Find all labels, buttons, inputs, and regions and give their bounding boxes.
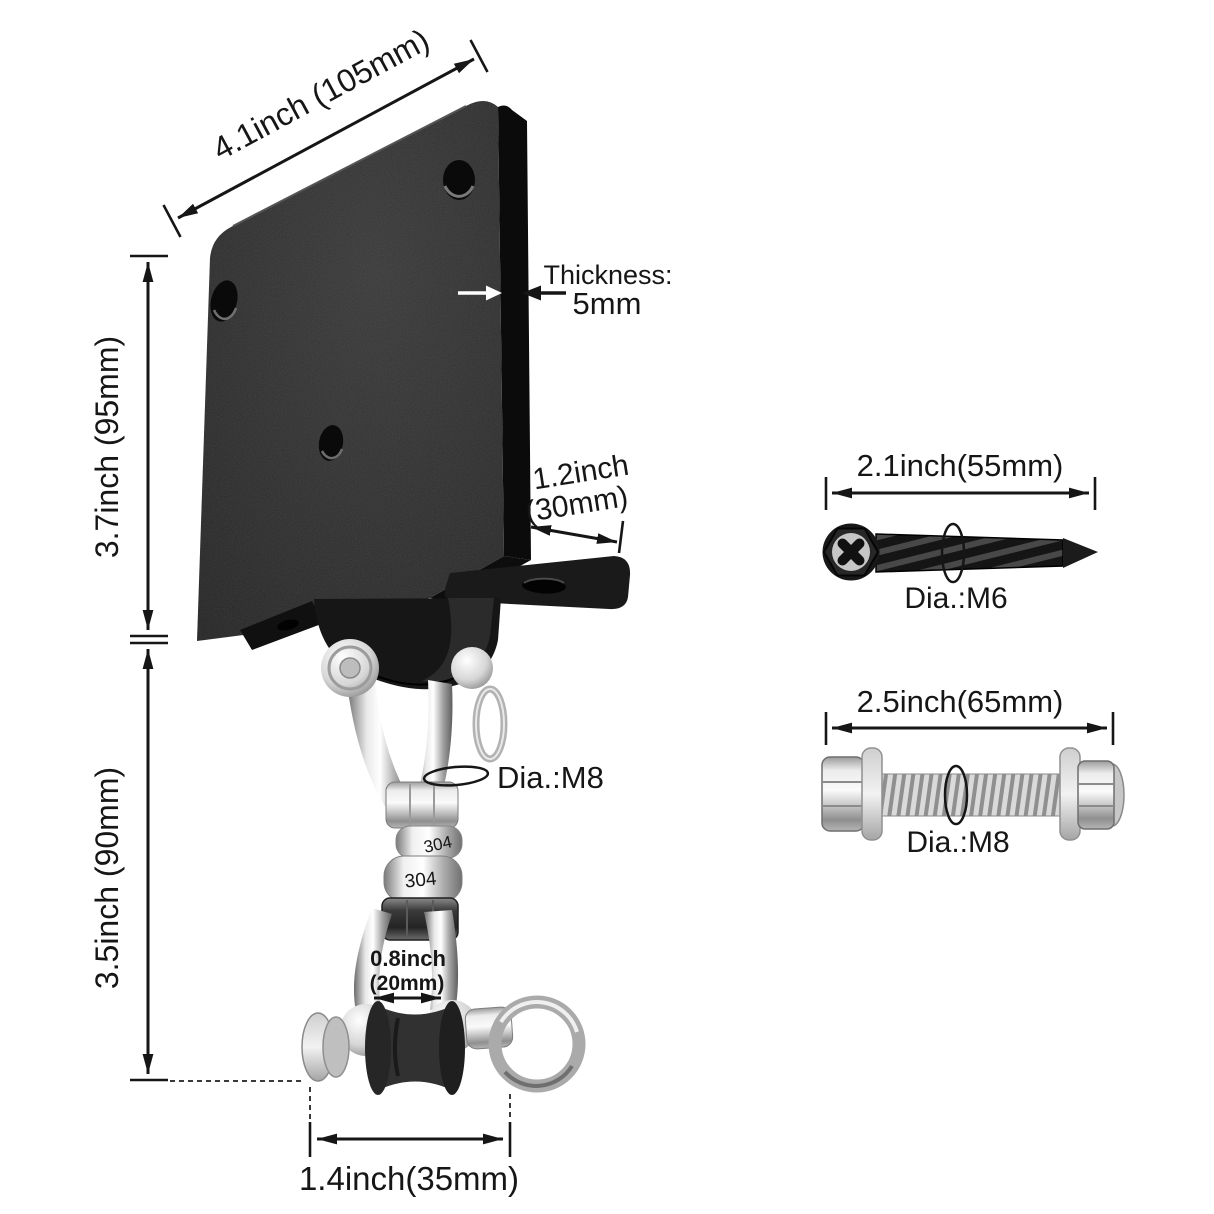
- jaw-leg-right: [424, 910, 459, 1010]
- dim-bolt-diameter: Dia.:M8: [906, 764, 1010, 859]
- plate-hole-top-right: [443, 160, 475, 200]
- swivel-diameter-label: Dia.:M8: [497, 760, 604, 795]
- shackle-leg-left: [346, 670, 414, 814]
- swivel-collar-upper: 304: [395, 825, 463, 859]
- clevis-pin: [321, 639, 379, 697]
- bolt-diameter-label: Dia.:M8: [906, 826, 1009, 859]
- mounting-plate: [197, 100, 531, 641]
- plate-side-edge: [498, 105, 531, 560]
- bottom-width-label: 1.4inch(35mm): [299, 1160, 519, 1197]
- jaw-leg-left: [353, 908, 392, 1016]
- dim-pulley-width: 0.8inch (20mm): [370, 946, 446, 1004]
- flange-left-hole: [277, 619, 299, 631]
- screw-head: [822, 523, 880, 581]
- swivel-body: 304 304: [381, 781, 463, 941]
- dim-screw-diameter: Dia.:M6: [904, 522, 1008, 615]
- screw-length-label: 2.1inch(55mm): [857, 448, 1064, 483]
- pulley-width-line1: 0.8inch: [370, 946, 446, 971]
- pull-ring: [488, 995, 586, 1093]
- split-ring-highlight: [475, 688, 505, 760]
- dim-flange-depth: 1.2inch (30mm): [523, 449, 631, 554]
- hex-bolt: 2.5inch(65mm) Dia.:M8: [821, 684, 1125, 859]
- plate-height-upper-label: 3.7inch (95mm): [89, 336, 125, 558]
- bolt-washer-right: [1059, 747, 1081, 841]
- bottom-flange: [240, 556, 631, 650]
- bolt-length-label: 2.5inch(65mm): [857, 684, 1064, 719]
- screw-shaft: [875, 533, 1098, 573]
- bolt-head: [821, 756, 865, 832]
- upper-shackle: [321, 639, 508, 814]
- plate-hole-left: [210, 280, 238, 322]
- shackle-ball-right: [451, 647, 493, 689]
- dim-bottom-width: 1.4inch(35mm): [299, 1087, 519, 1197]
- plate-height-lower-label: 3.5inch (90mm): [89, 767, 125, 989]
- dim-swivel-diameter: Dia.:M8: [422, 760, 604, 795]
- thickness-arrow-white: [458, 285, 502, 301]
- screw-diameter-label: Dia.:M6: [904, 582, 1007, 615]
- phillips-cross-icon: [837, 538, 865, 566]
- pulley-width-line2: (20mm): [370, 972, 445, 995]
- thickness-value: 5mm: [573, 286, 642, 321]
- dim-plate-height-lower: 3.5inch (90mm): [89, 641, 303, 1082]
- thickness-arrow-black: [522, 285, 566, 301]
- plate-hole-center: [318, 425, 344, 461]
- pin-head-left: [301, 1012, 350, 1082]
- thickness-label: Thickness:: [543, 260, 672, 290]
- steel-grade-stamp: 304: [404, 868, 438, 892]
- swivel-collar-lower: 304: [383, 855, 463, 903]
- plate-texture: [197, 100, 504, 641]
- screw-tip: [1063, 538, 1098, 568]
- dim-thickness: Thickness: 5mm: [458, 260, 673, 321]
- bolt-nut: [1077, 760, 1125, 830]
- dim-bolt-length: 2.5inch(65mm): [824, 684, 1115, 745]
- lower-shackle-jaw: [301, 908, 586, 1095]
- pulley-roller: [365, 1001, 465, 1095]
- bolt-shaft: [879, 773, 1065, 817]
- dim-plate-height-upper: 3.7inch (95mm): [89, 254, 168, 638]
- shackle-leg-right: [414, 680, 453, 808]
- bolt-washer-left: [861, 747, 883, 841]
- flange-hole: [522, 577, 566, 594]
- dim-screw-length: 2.1inch(55mm): [824, 448, 1097, 510]
- swivel-hex-top: [385, 781, 459, 829]
- wood-screw: 2.1inch(55mm) Dia.:M6: [822, 448, 1098, 615]
